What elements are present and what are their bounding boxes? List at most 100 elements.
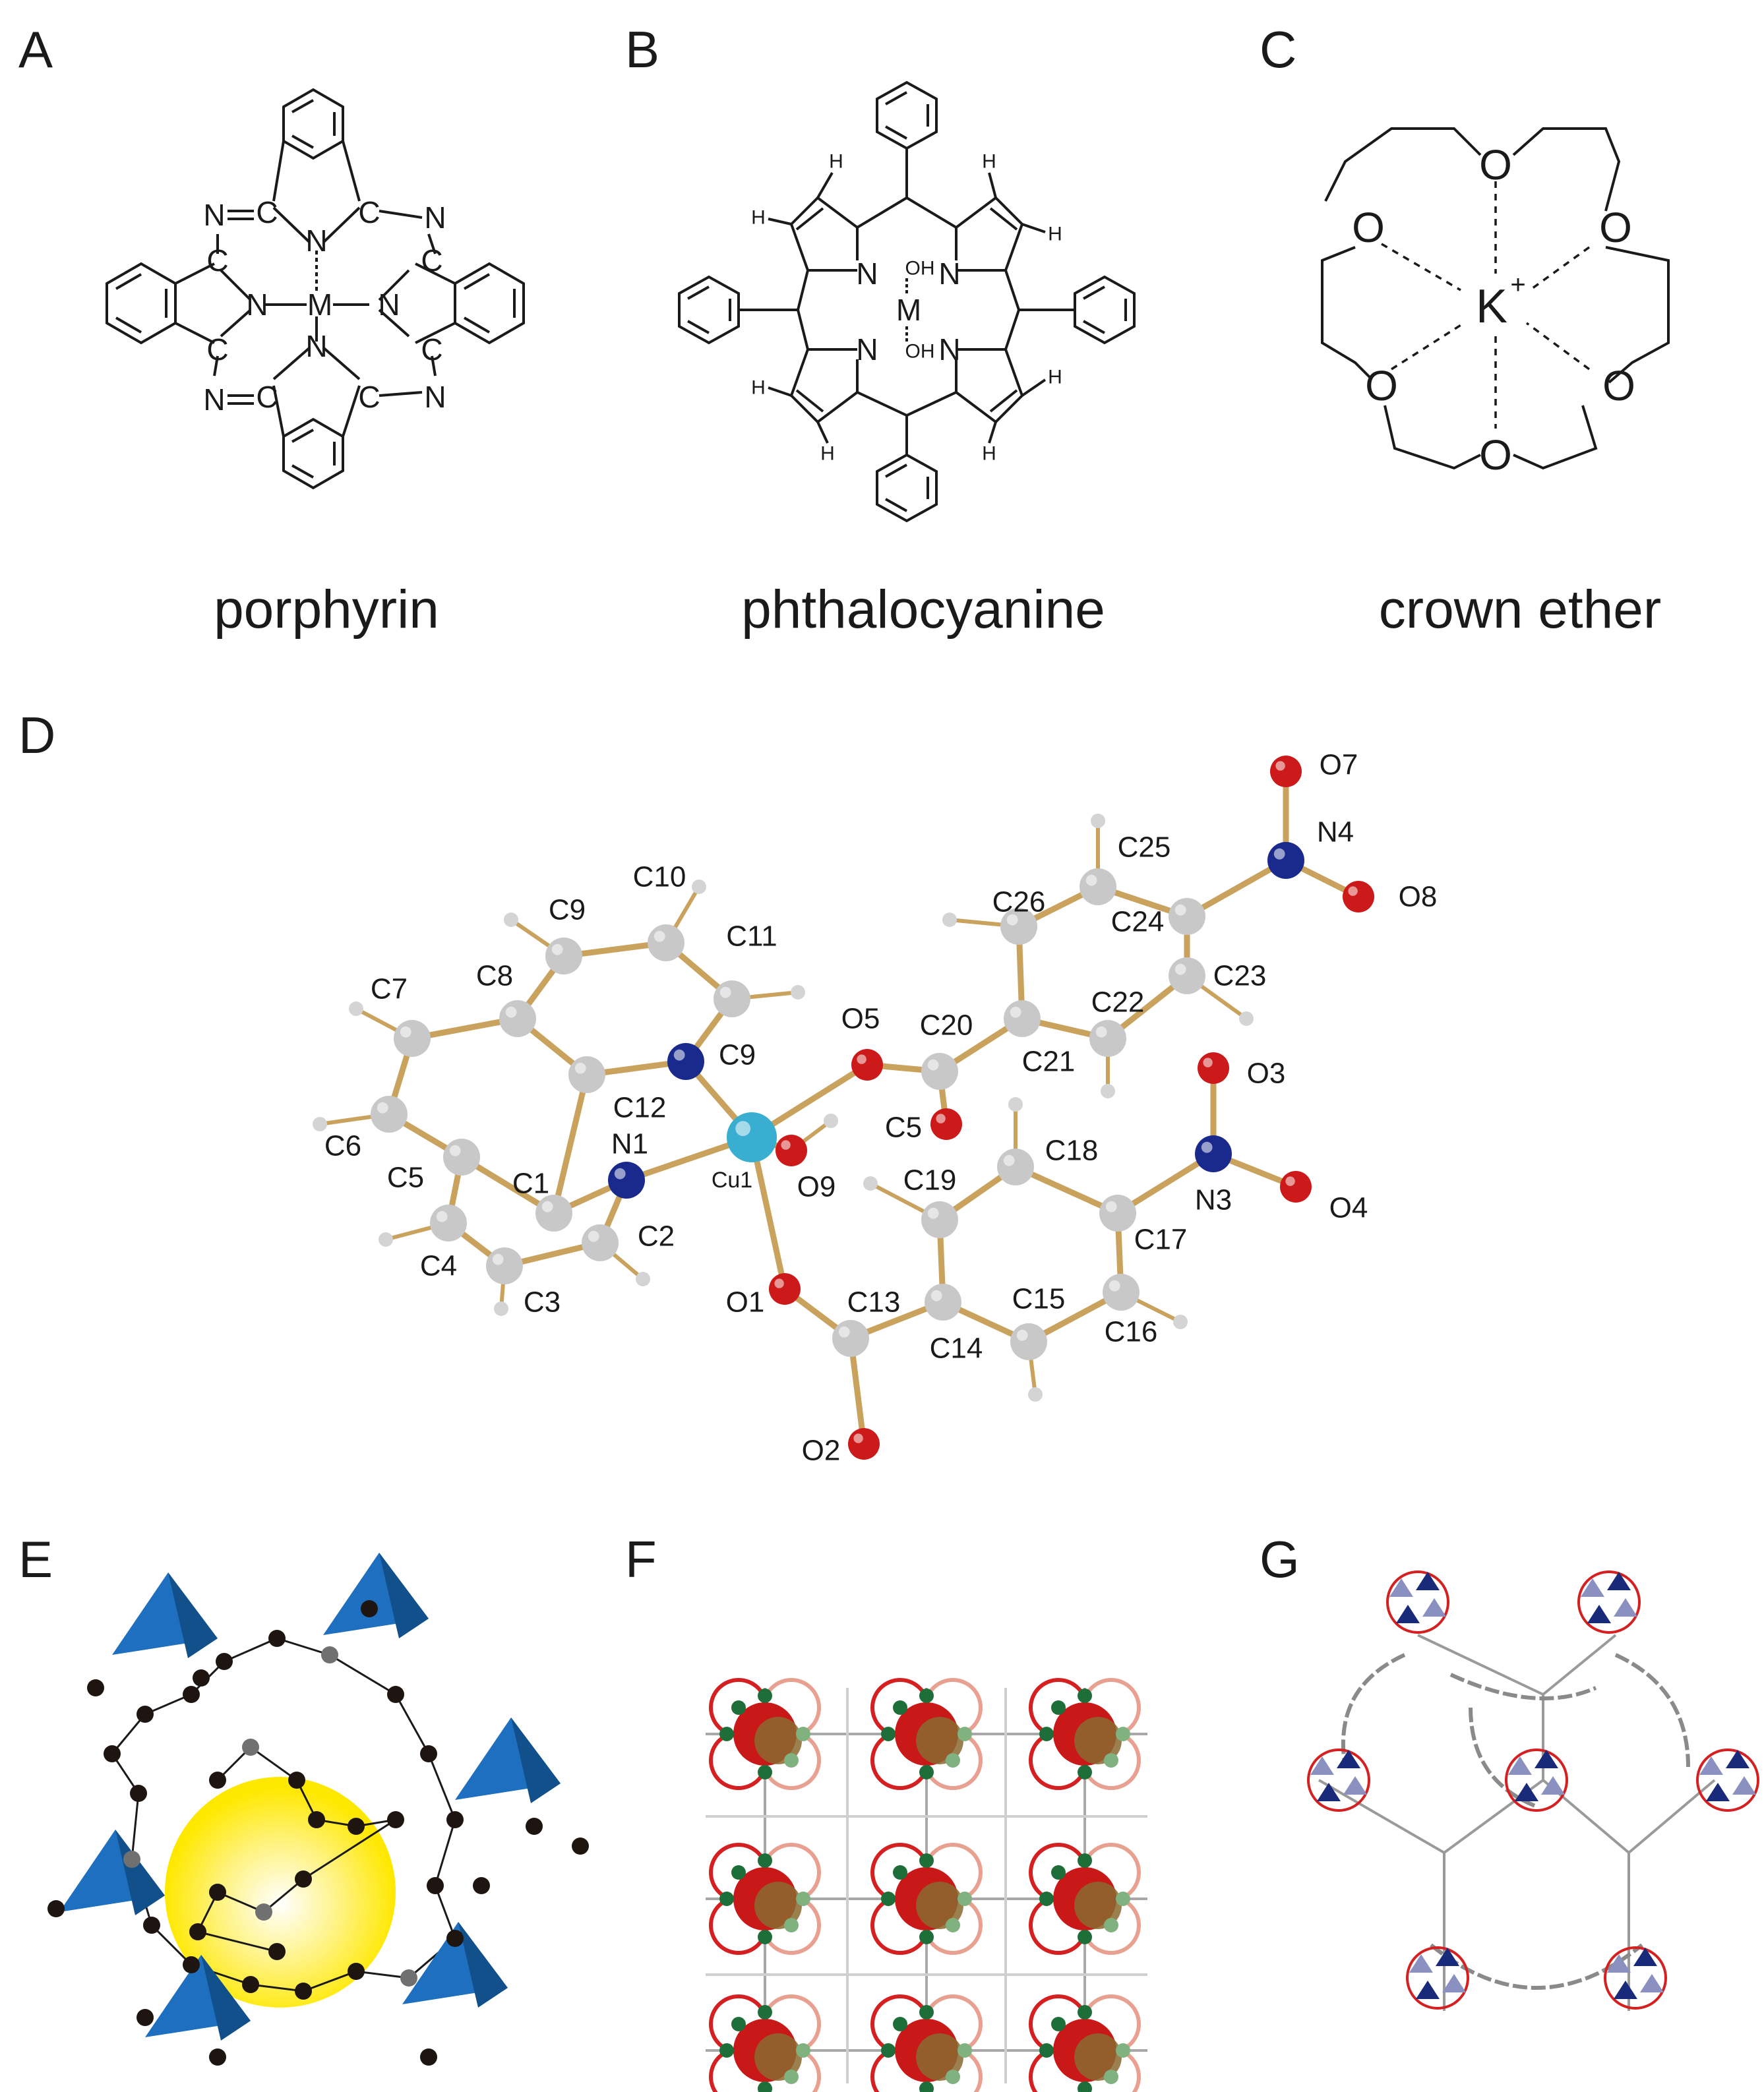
node-tetrahedron: [1706, 1783, 1730, 1801]
cluster-atom: [1078, 2005, 1092, 2019]
tetrahedron-face: [379, 1553, 429, 1638]
bond: [748, 1134, 788, 1292]
cluster-atom: [919, 1853, 934, 1868]
atom-n: N: [856, 256, 878, 291]
framework-node: [137, 2009, 154, 2026]
cluster-shade: [1074, 1717, 1122, 1764]
linker-chain: [1469, 1707, 1538, 1808]
atom-c: C: [206, 243, 228, 278]
bond: [1114, 1151, 1217, 1216]
atom-h: H: [982, 151, 996, 173]
atom-highlight: [774, 1278, 784, 1288]
atom-label: C12: [613, 1092, 667, 1124]
atom-highlight: [1085, 874, 1097, 886]
atom-label: C19: [903, 1164, 957, 1197]
atom-label: C10: [633, 861, 686, 893]
atom-label: N1: [611, 1128, 648, 1160]
metal-cluster: [709, 1843, 821, 1955]
atom-highlight: [551, 943, 563, 955]
cluster-atom: [1116, 1727, 1130, 1741]
atom-label: C23: [1213, 960, 1267, 992]
cluster-atom: [731, 1865, 746, 1880]
atom-highlight: [654, 930, 665, 942]
structure-c-bonds: [1321, 127, 1670, 470]
hydrogen-atom: [863, 1176, 878, 1191]
hydrogen-atom: [1091, 814, 1105, 828]
panel-letter-d: D: [18, 706, 56, 764]
cluster-atom: [796, 1727, 810, 1741]
framework-tetrahedra: [59, 1553, 561, 2041]
tetrahedron-face: [115, 1830, 165, 1915]
cluster-shade: [916, 1717, 963, 1764]
cluster-atom: [881, 2043, 896, 2058]
node-ring: [1604, 1946, 1667, 2010]
atom-c: C: [358, 195, 380, 229]
atom-label: C6: [324, 1130, 361, 1162]
atom-h: H: [982, 443, 996, 465]
atom-n: N: [424, 200, 446, 235]
atom-n: N: [424, 380, 446, 414]
cluster-atom: [1051, 1700, 1066, 1715]
atom-highlight: [400, 1026, 411, 1038]
framework-node: [268, 1630, 286, 1647]
atom-label: C9: [719, 1039, 756, 1071]
framework-node: [183, 1686, 200, 1703]
cluster-shade: [1074, 1882, 1122, 1929]
framework-node: [209, 1772, 226, 1789]
panel-letter-e: E: [18, 1530, 53, 1588]
atom-highlight: [1275, 761, 1285, 771]
node-ring: [1505, 1748, 1568, 1812]
atom-highlight: [492, 1253, 504, 1265]
cluster-atom: [958, 1727, 972, 1741]
atom-highlight: [1016, 1329, 1028, 1341]
cluster-atom: [731, 1700, 746, 1715]
atom-label: O1: [726, 1286, 765, 1319]
framework-node: [446, 1811, 464, 1828]
atom-label: C2: [638, 1220, 675, 1253]
cluster-atom: [1104, 2070, 1118, 2084]
atom-highlight: [930, 1290, 942, 1301]
cluster-shade: [1074, 2033, 1122, 2081]
atom-h: H: [1048, 367, 1062, 388]
atom-o: O: [1479, 141, 1512, 189]
tetrahedron-face: [201, 1955, 251, 2041]
node-tetrahedron: [1535, 1750, 1558, 1768]
atom-label: C17: [1134, 1224, 1188, 1256]
cluster-atom: [1104, 1753, 1118, 1768]
node-ring: [1386, 1570, 1449, 1634]
cluster-atom: [719, 1727, 734, 1741]
cluster-atom: [958, 2043, 972, 2058]
framework-node: [526, 1818, 543, 1835]
atom-c: C: [256, 380, 278, 414]
cage-nodes: [1307, 1570, 1759, 2010]
framework-node: [189, 1923, 206, 1940]
atom-highlight: [1010, 1006, 1021, 1018]
atom-label: Cu1: [712, 1168, 752, 1193]
atom-n: N: [938, 332, 960, 367]
atom-highlight: [735, 1121, 751, 1137]
node-tetrahedron: [1515, 1783, 1538, 1801]
atom-highlight: [1203, 1058, 1213, 1067]
atom-label: C21: [1022, 1046, 1076, 1078]
hydrogen-atom: [692, 880, 706, 894]
node-tetrahedron: [1587, 1605, 1611, 1623]
atom-highlight: [857, 1054, 867, 1064]
cluster-atom: [1051, 2017, 1066, 2031]
atom-h: H: [820, 443, 835, 465]
atom-highlight: [436, 1210, 448, 1222]
hydrogen-atom: [494, 1301, 508, 1316]
atom-n: N: [856, 332, 878, 367]
atom-n: N: [246, 287, 268, 322]
cluster-atom: [1039, 1727, 1054, 1741]
cluster-atom: [784, 1753, 799, 1768]
hydrogen-atom: [504, 912, 518, 927]
cluster-atom: [758, 1853, 772, 1868]
cluster-shade: [754, 2033, 802, 2081]
node-tetrahedron: [1607, 1572, 1631, 1590]
framework-node: [387, 1686, 404, 1703]
cluster-atom: [796, 2043, 810, 2058]
node-tetrahedron: [1699, 1756, 1723, 1775]
structure-c-atoms: O O O O O O K +: [1352, 141, 1635, 479]
atom-highlight: [838, 1326, 850, 1338]
framework-node: [216, 1653, 233, 1670]
